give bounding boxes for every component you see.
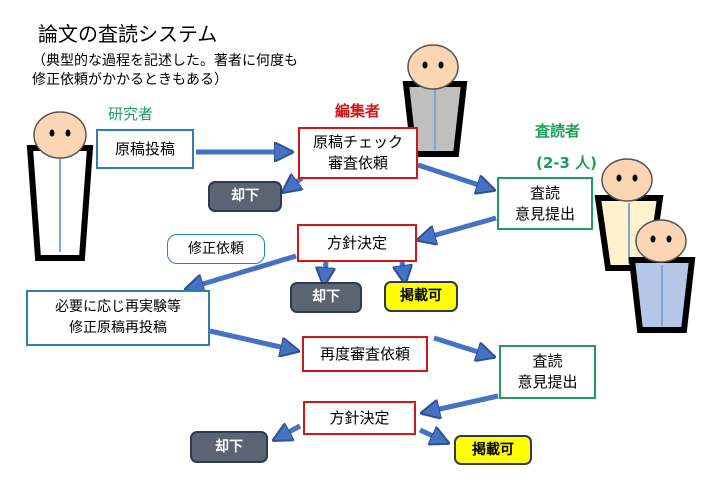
submit-box: 原稿投稿: [96, 129, 194, 169]
arrow-check-to-review: [417, 162, 494, 190]
role-researcher-label: 研究者: [108, 105, 154, 123]
role-editor-label: 編集者: [335, 102, 381, 120]
diagram-subtitle: （典型的な過程を記述した。著者に何度も 修正依頼がかかるときもある）: [32, 53, 298, 88]
arrow-decision-to-reject: [324, 261, 326, 285]
reject-badge-1: 却下: [208, 181, 282, 212]
reject-badge-3: 却下: [190, 431, 268, 463]
arrow-check-to-reject: [283, 178, 304, 192]
reviewer-count-label: (2-3 人): [536, 154, 598, 172]
decision-box-1: 方針決定: [297, 224, 417, 262]
arrow-decision-to-resubmit: [186, 253, 297, 289]
role-reviewers-label: 査読者: [535, 122, 581, 140]
arrow-review-to-decision: [418, 215, 497, 240]
arrow-decision2-to-accept: [418, 430, 448, 443]
review-opinion-box-2: 査読 意見提出: [499, 345, 596, 399]
accept-badge-2: 掲載可: [384, 281, 458, 312]
arrow-decision-to-accept: [402, 261, 405, 283]
resubmit-box: 必要に応じ再実験等 修正原稿再投稿: [26, 290, 210, 346]
reject-badge-2: 却下: [290, 282, 362, 313]
review-opinion-box-1: 査読 意見提出: [497, 177, 593, 230]
researcher-figure: [26, 111, 94, 261]
accept-badge-3: 掲載可: [454, 435, 532, 465]
arrow-rereview-to-review: [433, 335, 494, 357]
decision-box-2: 方針決定: [303, 401, 416, 435]
re-review-request-box: 再度審査依頼: [302, 336, 428, 372]
revision-request-note: 修正依頼: [167, 234, 265, 264]
flow-arrows: [186, 152, 499, 443]
manuscript-check-box: 原稿チェック 審査依頼: [298, 127, 418, 179]
arrow-decision2-to-reject: [274, 426, 302, 443]
reviewer-figure-2: [628, 219, 696, 333]
arrow-review2-to-decision: [422, 393, 499, 413]
diagram-title: 論文の査読システム: [38, 22, 218, 46]
arrow-resubmit-to-rereview: [209, 328, 298, 351]
